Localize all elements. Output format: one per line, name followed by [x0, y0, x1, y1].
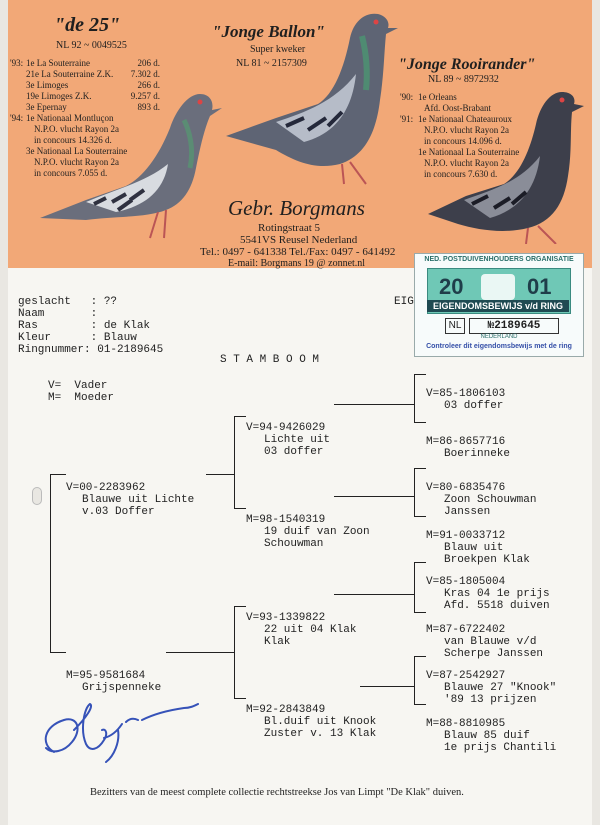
owner-email: E-mail: Borgmans 19 @ zonnet.nl	[228, 258, 366, 269]
breeder-header: "de 25" NL 92 ~ 0049525 '93:1e La Souter…	[8, 0, 592, 269]
sticker-ring-number: №2189645	[469, 318, 559, 334]
sticker-year-right: 01	[527, 274, 552, 299]
center-pigeon-name: "Jonge Ballon"	[212, 22, 325, 41]
legend-father: V= Vader	[48, 380, 108, 392]
right-pigeon-results: '90:1e Orleans Afd. Oost-Brabant '91:1e …	[400, 92, 520, 179]
center-pigeon-icon	[226, 13, 398, 185]
center-pigeon-ring: NL 81 ~ 2157309	[236, 58, 307, 69]
sticker-country-code: NL	[445, 318, 465, 334]
punch-hole	[32, 487, 42, 505]
field-owner-truncated: EIG	[394, 296, 414, 308]
right-pigeon-icon	[428, 92, 584, 244]
right-pigeon-name: "Jonge Rooirander"	[398, 56, 536, 73]
left-pigeon-icon	[40, 94, 222, 239]
sticker-country: NEDERLAND	[480, 334, 518, 340]
sticker-note: Controleer dit eigendomsbewijs met de ri…	[426, 343, 572, 350]
owner-city: 5541VS Reusel Nederland	[240, 234, 358, 246]
field-name: Naam :	[18, 308, 98, 320]
sticker-org: NED. POSTDUIVENHOUDERS ORGANISATIE	[424, 256, 574, 263]
left-pigeon-name: "de 25"	[54, 14, 121, 36]
right-pigeon-ring: NL 89 ~ 8972932	[428, 74, 499, 85]
ring-ownership-sticker: NED. POSTDUIVENHOUDERS ORGANISATIE 20 01…	[414, 253, 584, 357]
field-breed: Ras : de Klak	[18, 320, 151, 332]
sticker-year-left: 20	[439, 274, 464, 299]
legend-mother: M= Moeder	[48, 392, 115, 404]
owner-street: Rotingstraat 5	[258, 222, 321, 234]
footer-note: Bezitters van de meest complete collecti…	[90, 787, 464, 798]
stamboom-title: S T A M B O O M	[220, 354, 320, 366]
center-pigeon-subtitle: Super kweker	[250, 44, 306, 55]
owner-phone: Tel.: 0497 - 641338 Tel./Fax: 0497 - 641…	[200, 246, 396, 258]
field-color: Kleur : Blauw	[18, 332, 137, 344]
handwritten-signature	[44, 702, 199, 763]
field-ring-number: Ringnummer: 01-2189645	[18, 344, 164, 356]
left-pigeon-ring: NL 92 ~ 0049525	[56, 40, 127, 51]
field-sex: geslacht : ??	[18, 296, 118, 308]
owner-name: Gebr. Borgmans	[228, 196, 365, 220]
lion-emblem-icon	[481, 274, 515, 300]
sticker-title: EIGENDOMSBEWIJS v/d RING	[427, 300, 569, 312]
